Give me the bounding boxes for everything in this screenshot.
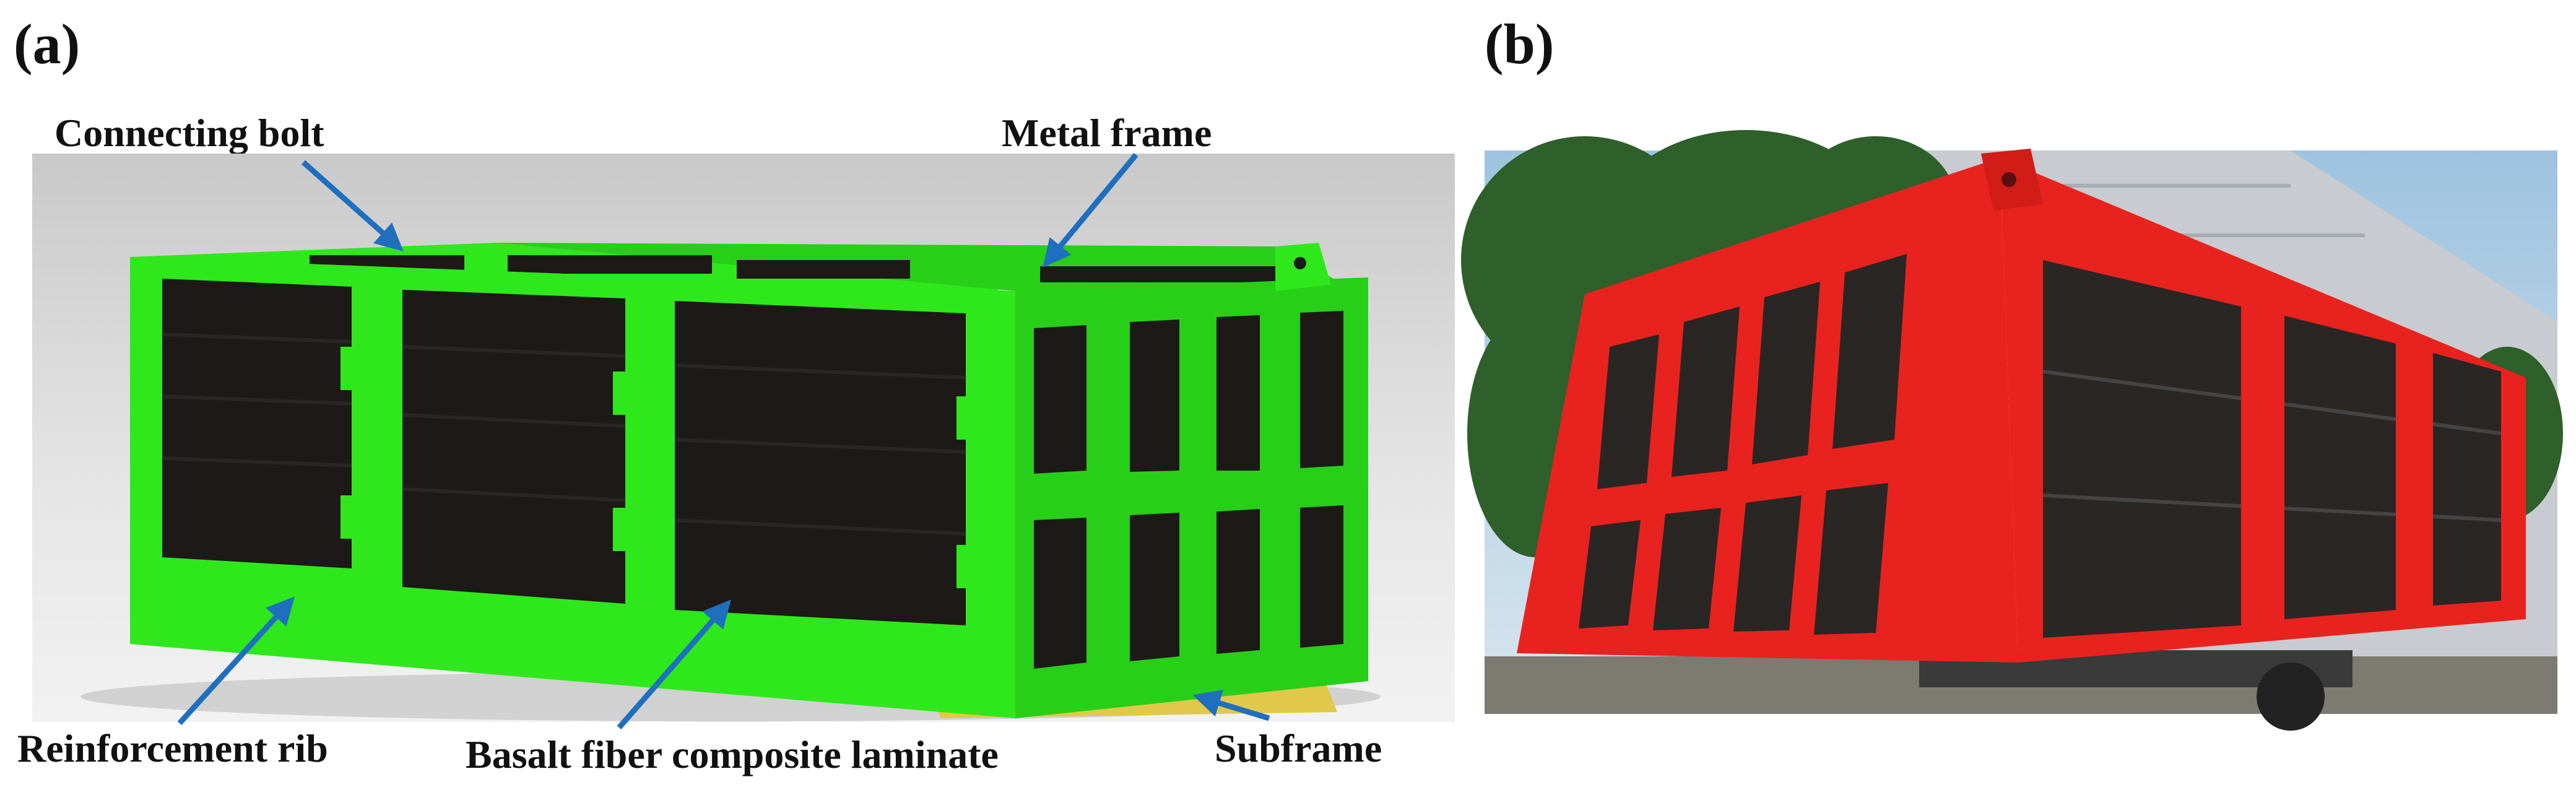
- red-rib: [2241, 307, 2284, 628]
- bolt-icon: [1294, 257, 1306, 269]
- panel-b-label: (b): [1485, 12, 1555, 76]
- end-side-frame: [1015, 277, 1368, 718]
- red-end-panels: [1579, 254, 1907, 635]
- red-side-panels: [2043, 260, 2501, 638]
- front-laminate-panels: [162, 279, 966, 625]
- basalt-laminate-label: Basalt fiber composite laminate: [466, 733, 999, 776]
- arrow-metal-frame: [1043, 153, 1138, 267]
- subframe-label: Subframe: [1215, 726, 1382, 770]
- callout-arrows: [177, 153, 1270, 729]
- arrow-reinforcement-rib: [177, 596, 295, 726]
- panel-a-render: [32, 154, 1455, 722]
- panel-a-label: (a): [14, 12, 80, 76]
- hinge-icon: [2001, 172, 2016, 187]
- reinforcement-rib-label: Reinforcement rib: [17, 726, 328, 770]
- arrow-connecting-bolt: [301, 160, 404, 251]
- wheel-icon: [2257, 663, 2325, 731]
- connecting-bolt-label: Connecting bolt: [54, 111, 324, 155]
- metal-frame-label: Metal frame: [1002, 111, 1212, 155]
- reinforcement-ribs: [340, 282, 975, 619]
- arrow-subframe: [1192, 689, 1270, 721]
- panel-b-photo: [1461, 130, 2563, 731]
- arrow-basalt-laminate: [617, 599, 731, 729]
- end-laminate-panels: [1034, 311, 1343, 669]
